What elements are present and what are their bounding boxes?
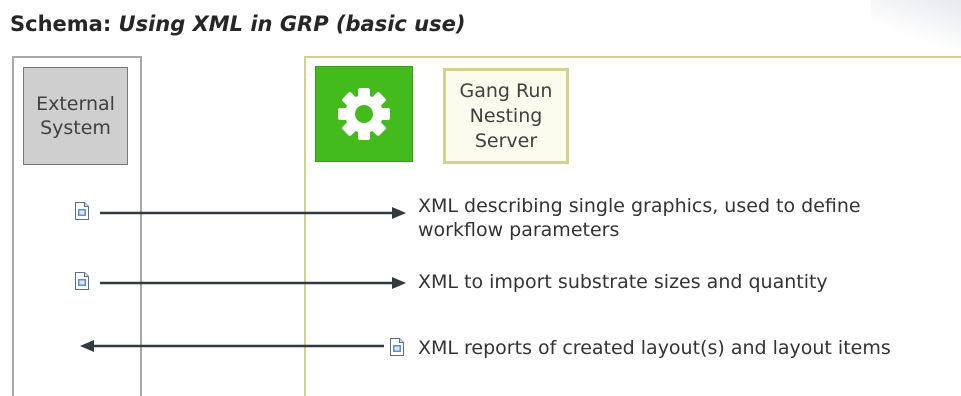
gang-run-nesting-server-box: Gang Run Nesting Server xyxy=(443,68,569,164)
grp-gear-tile xyxy=(315,66,413,162)
external-system-lane xyxy=(12,56,142,396)
flow-label-reports-xml: XML reports of created layout(s) and lay… xyxy=(418,337,891,359)
flow-label-graphics-xml: XML describing single graphics, used to … xyxy=(418,195,861,241)
grp-lane xyxy=(304,56,961,396)
page-title: Schema: Using XML in GRP (basic use) xyxy=(10,12,465,36)
flow-arrows xyxy=(80,207,406,352)
external-system-box: External System xyxy=(23,67,128,165)
corner-shade xyxy=(871,0,961,48)
arrowhead-graphics-xml xyxy=(392,207,406,219)
arrowhead-reports-xml xyxy=(80,340,94,352)
title-subtitle: Using XML in GRP (basic use) xyxy=(118,12,466,36)
title-main: Schema: xyxy=(10,12,119,36)
flow-label-substrate-xml: XML to import substrate sizes and quanti… xyxy=(418,271,828,293)
xml-document-icon xyxy=(75,202,89,220)
gear-icon xyxy=(338,88,390,140)
xml-document-icon xyxy=(390,338,404,356)
xml-document-icon xyxy=(75,272,89,290)
arrowhead-substrate-xml xyxy=(392,277,406,289)
